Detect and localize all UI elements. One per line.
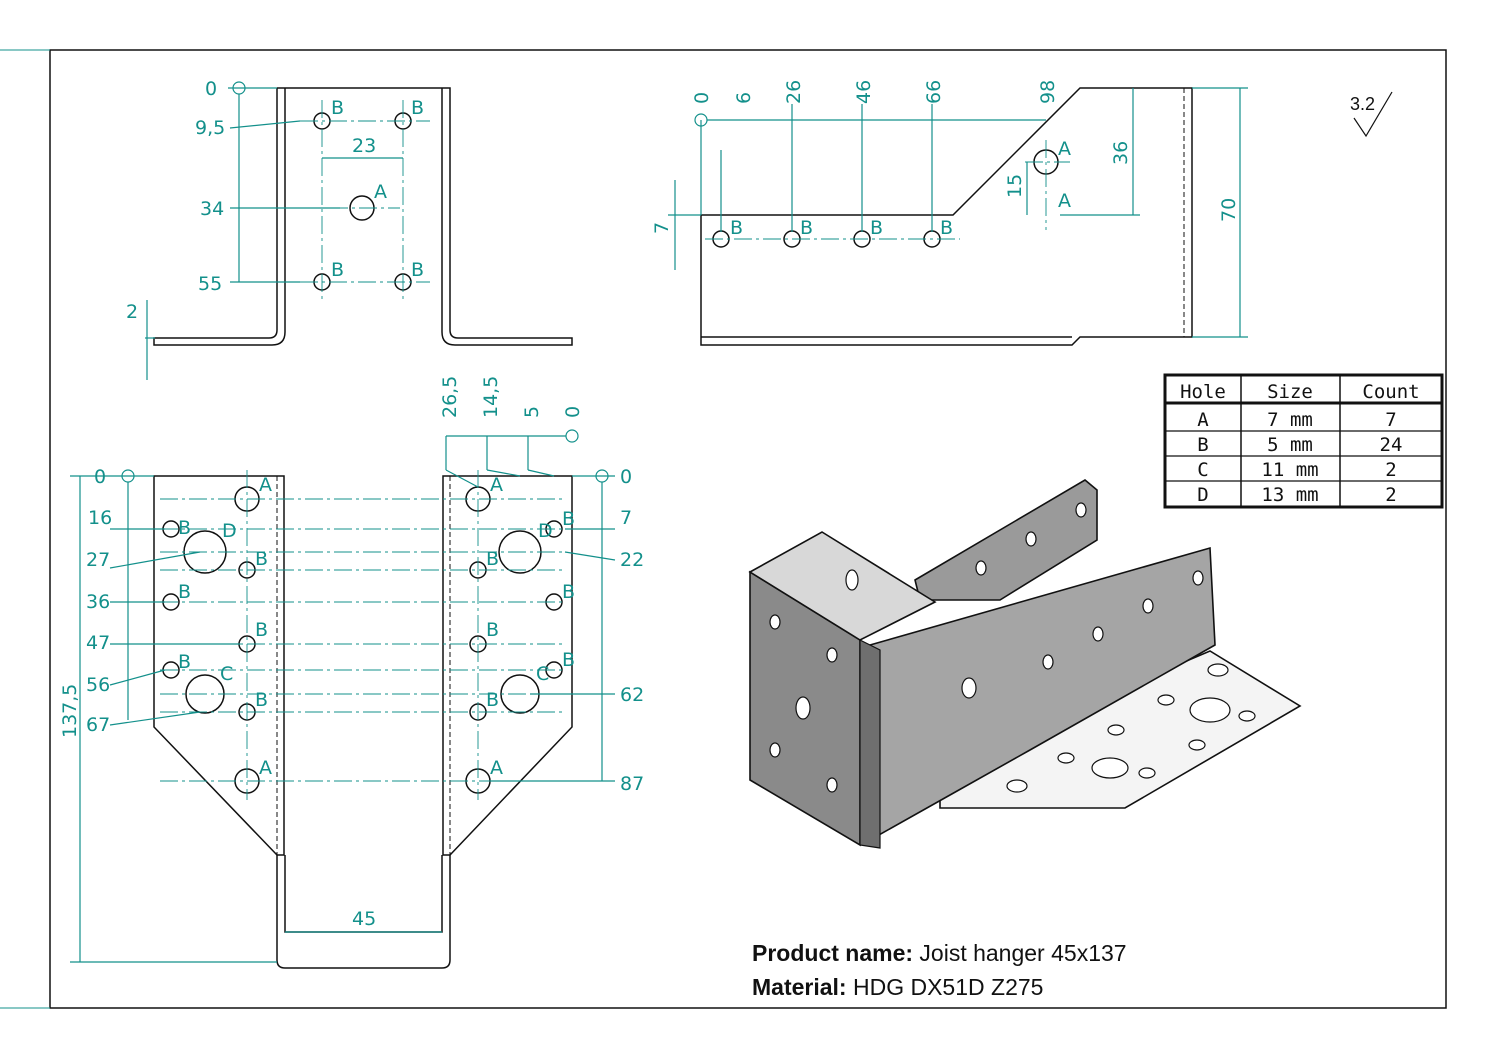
tl-hole-label: B: [411, 259, 424, 281]
tr-hole-label: A: [1058, 190, 1071, 212]
fp-hole-label: B: [562, 649, 575, 671]
tr-dim-36: 36: [1110, 141, 1132, 165]
fp-dim-right-62: 62: [620, 684, 644, 706]
fp-dim-right-87: 87: [620, 773, 644, 795]
tr-hole-label: B: [730, 217, 743, 239]
fp-hole-label: C: [220, 663, 233, 685]
tl-hole-label: B: [411, 97, 424, 119]
table-cell: C: [1197, 459, 1208, 481]
tr-dim-26: 26: [783, 80, 805, 104]
table-cell: 5 mm: [1267, 434, 1313, 456]
tl-dim-9-5: 9,5: [195, 117, 225, 139]
tr-hole-label: B: [870, 217, 883, 239]
roughness-symbol: 3.2: [1350, 91, 1393, 138]
tr-dim-66: 66: [923, 80, 945, 104]
product-name-label: Product name:: [752, 940, 914, 966]
top-left-view: 0 9,5 34 55 2 23 B B A B B: [126, 78, 573, 380]
fp-hole-label: B: [486, 619, 499, 641]
tl-dim-34: 34: [200, 198, 224, 220]
fp-hole-label: B: [178, 517, 191, 539]
hole-table: Hole Size Count A 7 mm 7 B 5 mm 24 C 11 …: [1163, 373, 1444, 509]
fp-dim-left-27: 27: [86, 549, 110, 571]
fp-hole-label: B: [255, 689, 268, 711]
tl-dim-0: 0: [205, 78, 217, 100]
fp-dim-right-0: 0: [620, 466, 632, 488]
fp-dim-left-36: 36: [86, 591, 110, 613]
fp-hole-label: A: [259, 757, 272, 779]
table-cell: D: [1197, 484, 1208, 506]
fp-hole-label: A: [490, 474, 503, 496]
table-cell: 2: [1385, 459, 1396, 481]
tr-hole-label: A: [1058, 138, 1071, 160]
material-label: Material:: [752, 974, 847, 1000]
flat-pattern-view: 0 16 27 36 47 56 67 0 7 22 62 87 26,5 14…: [59, 376, 644, 969]
fp-hole-label: D: [538, 520, 553, 542]
tl-dim-55: 55: [198, 273, 222, 295]
fp-hole-label: B: [255, 548, 268, 570]
roughness-value: 3.2: [1350, 94, 1375, 114]
tr-dim-15: 15: [1004, 174, 1026, 198]
tr-dim-0: 0: [691, 92, 713, 104]
fp-hole-label: B: [178, 651, 191, 673]
tr-hole-label: B: [800, 217, 813, 239]
material-line: Material: HDG DX51D Z275: [752, 974, 1043, 1001]
material-value: HDG DX51D Z275: [852, 974, 1044, 1000]
table-cell: B: [1197, 434, 1208, 456]
table-cell: 13 mm: [1261, 484, 1318, 506]
table-cell: A: [1197, 409, 1209, 431]
tr-dim-7: 7: [651, 222, 673, 234]
product-name-line: Product name: Joist hanger 45x137: [752, 940, 1127, 967]
tr-dim-6: 6: [733, 92, 755, 104]
table-cell: 2: [1385, 484, 1396, 506]
table-cell: 24: [1380, 434, 1403, 456]
table-header-count: Count: [1362, 381, 1419, 403]
fp-hole-label: B: [178, 581, 191, 603]
tl-dim-23: 23: [352, 135, 376, 157]
isometric-view: [748, 479, 1302, 849]
table-header-hole: Hole: [1180, 381, 1226, 403]
fp-hole-label: A: [259, 474, 272, 496]
fp-hole-label: B: [562, 508, 575, 530]
table-header-size: Size: [1267, 381, 1313, 403]
fp-dim-top-14-5: 14,5: [480, 376, 502, 418]
fp-hole-label: A: [490, 757, 503, 779]
fp-dim-right-22: 22: [620, 549, 644, 571]
fp-dim-top-0: 0: [562, 406, 584, 418]
fp-hole-label: B: [486, 689, 499, 711]
fp-dim-left-0: 0: [94, 466, 106, 488]
table-cell: 11 mm: [1261, 459, 1318, 481]
fp-dim-left-47: 47: [86, 632, 110, 654]
fp-dim-top-5: 5: [521, 406, 543, 418]
fp-dim-total: 137,5: [59, 684, 81, 738]
tl-hole-label: B: [331, 97, 344, 119]
tr-dim-46: 46: [853, 80, 875, 104]
fp-hole-label: C: [536, 663, 549, 685]
fp-hole-label: D: [222, 520, 237, 542]
tr-dim-98: 98: [1037, 80, 1059, 104]
tl-dim-2: 2: [126, 301, 138, 323]
tl-hole-label: B: [331, 259, 344, 281]
tl-hole-label: A: [374, 181, 387, 203]
fp-hole-label: B: [562, 581, 575, 603]
top-right-view: 0 6 26 46 66 98 36 15 7 70 A A B B B B: [651, 80, 1248, 346]
table-cell: 7 mm: [1267, 409, 1313, 431]
fp-dim-top-26-5: 26,5: [439, 376, 461, 418]
fp-dim-left-56: 56: [86, 674, 110, 696]
fp-dim-right-7: 7: [620, 507, 632, 529]
drawing-frame: [49, 49, 1447, 1009]
fp-dim-bottom: 45: [352, 908, 376, 930]
fp-hole-label: B: [486, 548, 499, 570]
table-cell: 7: [1385, 409, 1396, 431]
tr-hole-label: B: [940, 217, 953, 239]
fp-hole-label: B: [255, 619, 268, 641]
fp-dim-left-67: 67: [86, 714, 110, 736]
fp-dim-left-16: 16: [88, 507, 112, 529]
tr-dim-70: 70: [1218, 198, 1240, 222]
product-name-value: Joist hanger 45x137: [919, 940, 1127, 966]
